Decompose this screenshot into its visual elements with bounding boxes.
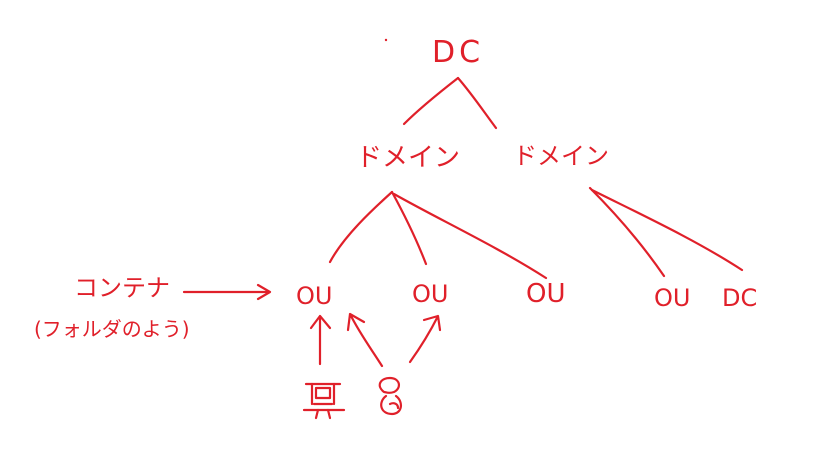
arrow-user-to-ou-2: [408, 314, 442, 364]
ou-label-2: OU: [412, 280, 448, 308]
user-icon: [378, 376, 402, 416]
arrow-computer-to-ou-1: [309, 314, 332, 366]
root-dc-label: DC: [432, 35, 484, 70]
edge-root-to-domain-right: [456, 76, 498, 130]
ou-label-3: OU: [526, 279, 566, 309]
edge-domain-left-to-ou-1: [328, 190, 394, 264]
edge-domain-left-to-ou-2: [390, 190, 428, 266]
annotation-arrow: [182, 283, 272, 301]
stray-dot: [384, 38, 388, 42]
ou-label-1: OU: [296, 282, 332, 310]
domain-right-label: ドメイン: [513, 142, 609, 170]
edge-root-to-domain-left: [402, 76, 460, 126]
arrow-user-to-ou-1: [346, 312, 384, 368]
domain-left-label: ドメイン: [356, 143, 460, 173]
edge-domain-right-to-dc: [590, 188, 744, 272]
edge-domain-right-to-ou: [588, 186, 666, 278]
computer-icon: [302, 382, 346, 420]
dc-label-right: DC: [722, 284, 757, 312]
ou-label-right: OU: [654, 284, 690, 312]
edge-domain-left-to-ou-3: [392, 192, 548, 280]
container-note: (フォルダのよう): [34, 317, 190, 341]
container-term: コンテナ: [74, 274, 170, 302]
